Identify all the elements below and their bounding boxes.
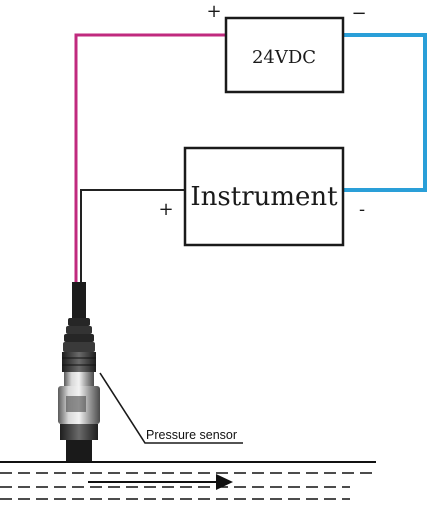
instrument-box — [183, 146, 345, 247]
power-supply-box — [224, 16, 345, 94]
instrument-plus: + — [158, 199, 173, 220]
power-supply-plus: + — [206, 1, 221, 22]
positive-wire — [74, 33, 226, 288]
instrument-label: Instrument — [190, 182, 338, 212]
power-supply-minus: − — [351, 3, 366, 24]
power-supply-label: 24VDC — [252, 47, 316, 68]
return-wire — [343, 33, 427, 192]
pressure-sensor-icon — [58, 282, 100, 462]
sensor-leader-line — [99, 372, 243, 444]
instrument-minus: - — [359, 199, 365, 220]
signal-wire — [80, 189, 185, 288]
pipe — [0, 461, 376, 500]
sensor-label: Pressure sensor — [146, 428, 237, 442]
flow-arrow-icon — [88, 474, 233, 490]
